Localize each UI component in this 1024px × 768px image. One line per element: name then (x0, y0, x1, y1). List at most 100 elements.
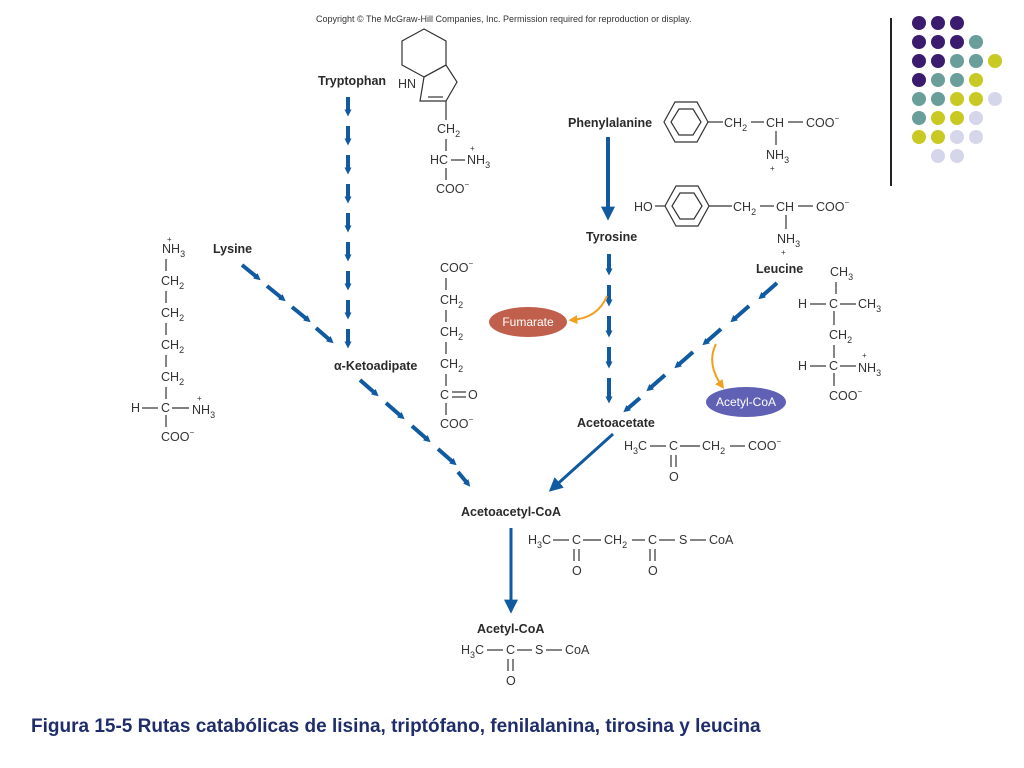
svg-text:HO: HO (634, 200, 653, 214)
svg-text:CH3: CH3 (858, 297, 881, 314)
svg-text:O: O (468, 388, 478, 402)
decorative-dot (912, 92, 926, 106)
svg-text:CH2: CH2 (161, 306, 184, 323)
tyrosine-structure: HO CH2 CH COO− NH3 + (634, 185, 849, 257)
svg-text:NH3: NH3 (777, 232, 800, 249)
svg-text:H: H (798, 359, 807, 373)
svg-text:CH2: CH2 (702, 439, 725, 456)
decorative-dot (912, 73, 926, 87)
svg-text:COO−: COO− (436, 180, 469, 196)
svg-text:O: O (648, 564, 658, 578)
decorative-dot (912, 111, 926, 125)
acetylcoa-structure: H3C C S CoA O (461, 643, 590, 688)
svg-text:CH2: CH2 (733, 200, 756, 217)
decorative-dot (912, 35, 926, 49)
svg-text:H: H (798, 297, 807, 311)
svg-text:+: + (470, 144, 475, 153)
svg-text:HN: HN (398, 77, 416, 91)
svg-text:CH2: CH2 (161, 370, 184, 387)
decorative-dot (931, 92, 945, 106)
label-tryptophan: Tryptophan (318, 74, 386, 88)
decorative-dot (912, 130, 926, 144)
decorative-dot (931, 73, 945, 87)
label-acetoacetate: Acetoacetate (577, 416, 655, 430)
decorative-dot (931, 130, 945, 144)
decorative-dot (931, 149, 945, 163)
svg-text:CH2: CH2 (440, 293, 463, 310)
svg-text:S: S (679, 533, 687, 547)
lysine-structure: + NH3 CH2 CH2 CH2 CH2 H C + NH3 COO− (131, 235, 215, 444)
label-phenylalanine: Phenylalanine (568, 116, 652, 130)
svg-text:C: C (829, 359, 838, 373)
svg-text:C: C (572, 533, 581, 547)
decorative-dot (950, 35, 964, 49)
svg-text:CoA: CoA (565, 643, 590, 657)
svg-text:COO−: COO− (816, 198, 849, 214)
svg-text:CH2: CH2 (161, 274, 184, 291)
decorative-dot (931, 16, 945, 30)
decorative-dot (950, 149, 964, 163)
decorative-dot (931, 111, 945, 125)
decorative-dot (950, 54, 964, 68)
svg-text:H3C: H3C (461, 643, 484, 660)
svg-text:C: C (829, 297, 838, 311)
svg-text:+: + (197, 394, 202, 403)
svg-text:CH2: CH2 (604, 533, 627, 550)
svg-text:H: H (131, 401, 140, 415)
decorative-dot (988, 92, 1002, 106)
svg-text:HC: HC (430, 153, 448, 167)
svg-text:NH3: NH3 (467, 153, 490, 170)
tryptophan-structure: HN CH2 HC + NH3 COO− (398, 28, 490, 196)
side-arrows (568, 295, 725, 389)
svg-text:COO−: COO− (748, 437, 781, 453)
decorative-dot (988, 54, 1002, 68)
svg-text:H3C: H3C (624, 439, 647, 456)
label-tyrosine: Tyrosine (586, 230, 637, 244)
divider-line (890, 18, 892, 186)
acetoacetylcoa-structure: H3C C CH2 C S CoA O O (528, 533, 734, 578)
decorative-dot (969, 130, 983, 144)
svg-text:CH3: CH3 (830, 265, 853, 282)
decorative-dot (950, 73, 964, 87)
label-lysine: Lysine (213, 242, 252, 256)
decorative-dot (912, 54, 926, 68)
fumarate-label: Fumarate (502, 315, 554, 329)
phenylalanine-structure: CH2 CH COO− NH3 + (663, 101, 839, 173)
acetylcoa-side-label: Acetyl-CoA (716, 395, 776, 409)
leucine-structure: CH3 H C CH3 CH2 H C + NH3 COO− (798, 265, 881, 403)
decorative-dot (950, 130, 964, 144)
svg-text:O: O (572, 564, 582, 578)
svg-text:+: + (770, 164, 775, 173)
svg-text:C: C (669, 439, 678, 453)
decorative-dot (950, 92, 964, 106)
figure-caption: Figura 15-5 Rutas catabólicas de lisina,… (31, 716, 761, 737)
label-acetyl-coa: Acetyl-CoA (477, 622, 544, 636)
decorative-dot (950, 16, 964, 30)
label-leucine: Leucine (756, 262, 803, 276)
svg-text:+: + (862, 351, 867, 360)
svg-text:+: + (781, 248, 786, 257)
svg-text:C: C (648, 533, 657, 547)
decorative-dot (931, 54, 945, 68)
decorative-dot (969, 111, 983, 125)
svg-text:C: C (161, 401, 170, 415)
svg-text:NH3: NH3 (192, 403, 215, 420)
svg-text:COO−: COO− (440, 415, 473, 431)
svg-text:NH3: NH3 (162, 242, 185, 259)
label-ketoadipate: α-Ketoadipate (334, 359, 417, 373)
svg-text:NH3: NH3 (766, 148, 789, 165)
svg-text:CoA: CoA (709, 533, 734, 547)
svg-text:+: + (167, 235, 172, 244)
decorative-dot (969, 35, 983, 49)
svg-text:CH2: CH2 (724, 116, 747, 133)
svg-text:COO−: COO− (161, 428, 194, 444)
decorative-dot (912, 16, 926, 30)
decorative-dot-grid (912, 16, 1002, 163)
svg-text:CH2: CH2 (829, 328, 852, 345)
svg-text:CH2: CH2 (440, 357, 463, 374)
decorative-dot (950, 111, 964, 125)
label-acetoacetyl-coa: Acetoacetyl-CoA (461, 505, 561, 519)
decorative-dot (969, 73, 983, 87)
svg-text:CH2: CH2 (440, 325, 463, 342)
